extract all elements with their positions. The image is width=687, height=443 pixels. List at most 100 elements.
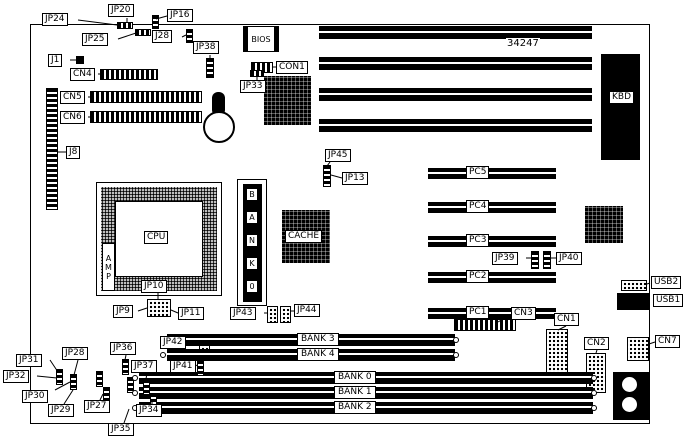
- label-bank1: BANK 1: [334, 386, 376, 399]
- label-j1: J1: [48, 54, 63, 67]
- label-cn2: CN2: [584, 337, 609, 350]
- bank0-module-letter: A: [246, 211, 258, 224]
- jp38-jumper: [206, 58, 214, 78]
- label-jp39: JP39: [492, 252, 518, 265]
- jp45-jumper: [323, 165, 331, 187]
- kbd-label: KBD: [609, 91, 635, 104]
- isa-slot-3: [319, 88, 592, 101]
- label-jp30: JP30: [22, 390, 48, 403]
- pci-slot-pc1: [428, 308, 556, 319]
- label-pc4: PC4: [466, 200, 490, 213]
- label-jp41: JP41: [170, 360, 196, 373]
- mounting-hole: [591, 375, 597, 381]
- bl-jumper-5: [122, 359, 129, 375]
- label-jp16: JP16: [167, 9, 193, 22]
- mounting-hole: [132, 390, 138, 396]
- j8-header: [46, 88, 58, 210]
- label-jp11: JP11: [178, 307, 204, 320]
- label-jp13: JP13: [342, 172, 368, 185]
- top-jumper-1: [117, 22, 133, 29]
- mounting-hole: [453, 352, 459, 358]
- mounting-hole: [453, 337, 459, 343]
- label-bank2: BANK 2: [334, 401, 376, 414]
- pci-slot-pc2: [428, 272, 556, 283]
- usb2-header: [621, 280, 647, 291]
- bl-jumper-9: [197, 360, 204, 376]
- bl-jumper-1: [56, 369, 63, 385]
- label-jp32: JP32: [3, 370, 29, 383]
- label-j8: J8: [66, 146, 81, 159]
- j1-component: [76, 56, 84, 64]
- jp10-pins: [147, 299, 171, 317]
- usb1-connector: [617, 293, 650, 310]
- io-chip: [585, 206, 623, 243]
- jp39-jumper: [531, 251, 539, 269]
- bank0-module-letter: B: [246, 188, 258, 201]
- mounting-hole: [591, 390, 597, 396]
- figure-number: 34247: [506, 38, 540, 49]
- label-jp36: JP36: [110, 342, 136, 355]
- bank0-module-letter: N: [246, 234, 258, 247]
- mounting-hole: [591, 405, 597, 411]
- label-jp40: JP40: [556, 252, 582, 265]
- label-bank0: BANK 0: [334, 371, 376, 384]
- label-pc2: PC2: [466, 270, 490, 283]
- cache-label: CACHE: [285, 230, 323, 243]
- isa-slot-4: [319, 119, 592, 132]
- bank0-module-letter: 0: [246, 280, 258, 293]
- cn4-header: [100, 69, 158, 80]
- ps2-port-bottom: [622, 397, 637, 412]
- label-cn3: CN3: [511, 307, 536, 320]
- bank0-module-letter: K: [246, 257, 258, 270]
- label-usb1: USB1: [653, 294, 684, 307]
- label-jp35: JP35: [108, 423, 134, 436]
- label-cn4: CN4: [70, 68, 95, 81]
- cpu-label: CPU: [144, 231, 169, 244]
- bl-jumper-3: [96, 371, 103, 387]
- label-pc1: PC1: [466, 306, 490, 319]
- pci-slot-pc5: [428, 168, 556, 179]
- label-bank4: BANK 4: [297, 348, 339, 361]
- isa-slot-1: [319, 26, 592, 39]
- label-jp24: JP24: [42, 13, 68, 26]
- battery: [203, 111, 235, 143]
- pci-slot-pc3: [428, 236, 556, 247]
- label-cn6: CN6: [60, 111, 85, 124]
- cn1-connector: [546, 329, 568, 377]
- label-jp10: JP10: [141, 280, 167, 293]
- label-con1: CON1: [276, 61, 308, 74]
- amp-socket-brand: AMP: [102, 243, 115, 291]
- kbd-connector: [601, 54, 640, 160]
- cn6-header: [90, 111, 202, 123]
- jp33-jumper: [250, 70, 264, 77]
- label-bank3: BANK 3: [297, 333, 339, 346]
- label-jp28: JP28: [62, 347, 88, 360]
- label-cn5: CN5: [60, 91, 85, 104]
- label-jp25: JP25: [82, 33, 108, 46]
- ps2-port-top: [622, 377, 637, 392]
- jp40-jumper: [543, 251, 551, 269]
- label-jp37: JP37: [131, 360, 157, 373]
- jp44-pins: [280, 306, 291, 323]
- bios-chip: BIOS: [243, 26, 279, 52]
- isa-slot-2: [319, 57, 592, 70]
- jp43-pins: [267, 306, 278, 323]
- top-jumper-2: [135, 29, 151, 36]
- label-jp38: JP38: [193, 41, 219, 54]
- label-jp9: JP9: [113, 305, 133, 318]
- cn7-connector: [627, 337, 649, 361]
- cn3-header: [454, 319, 516, 331]
- label-cn1: CN1: [554, 313, 579, 326]
- label-jp27: JP27: [84, 400, 110, 413]
- pci-slot-pc4: [428, 202, 556, 213]
- top-jumper-3: [152, 15, 159, 29]
- label-jp44: JP44: [294, 304, 320, 317]
- label-pc5: PC5: [466, 166, 490, 179]
- label-jp45: JP45: [325, 149, 351, 162]
- mounting-hole: [132, 375, 138, 381]
- label-j28: J28: [152, 30, 173, 43]
- label-jp20: JP20: [108, 4, 134, 17]
- bl-jumper-2: [70, 374, 77, 390]
- label-jp34: JP34: [136, 404, 162, 417]
